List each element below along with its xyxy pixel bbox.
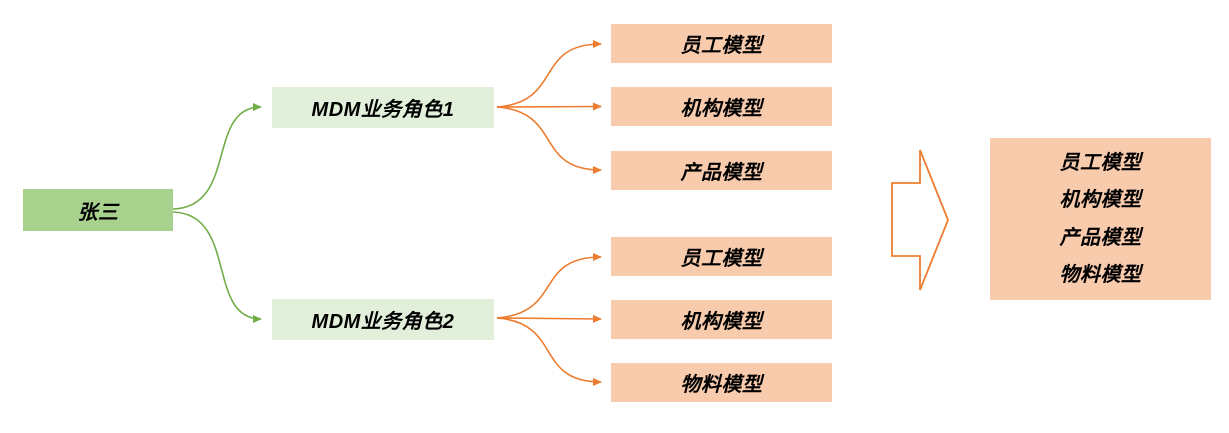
model-label: 机构模型 [680,98,763,120]
model-node-role2-material: 物料模型 [611,363,832,402]
connector-role2-model1 [496,253,602,319]
connector-role2-model2 [496,314,602,323]
model-label: 员工模型 [680,35,763,57]
big-right-arrow-icon [891,149,949,291]
summary-model-label: 物料模型 [1059,264,1142,287]
model-node-role1-product: 产品模型 [611,151,832,190]
role-label: MDM业务角色1 [311,99,455,121]
model-label: 产品模型 [680,162,763,184]
model-label: 机构模型 [680,311,763,333]
model-node-role1-organization: 机构模型 [611,87,832,126]
connector-role2-model3 [496,317,602,386]
model-node-role2-organization: 机构模型 [611,300,832,339]
connector-role1-model3 [496,106,602,174]
model-node-role2-employee: 员工模型 [611,237,832,276]
user-label: 张三 [77,201,119,224]
user-node: 张三 [23,189,173,231]
model-node-role1-employee: 员工模型 [611,24,832,63]
model-label: 物料模型 [680,374,763,396]
connector-role1-model2 [496,102,602,111]
summary-model-label: 员工模型 [1059,151,1142,174]
summary-model-label: 机构模型 [1059,189,1142,212]
model-label: 员工模型 [680,248,763,270]
role-node-2: MDM业务角色2 [272,299,494,340]
role-node-1: MDM业务角色1 [272,87,494,128]
summary-model-label: 产品模型 [1059,226,1142,249]
result-summary-node: 员工模型 机构模型 产品模型 物料模型 [990,138,1211,300]
connector-user-role2 [172,211,262,323]
role-label: MDM业务角色2 [311,311,455,333]
connector-role1-model1 [496,40,602,108]
connector-user-role1 [172,103,262,210]
